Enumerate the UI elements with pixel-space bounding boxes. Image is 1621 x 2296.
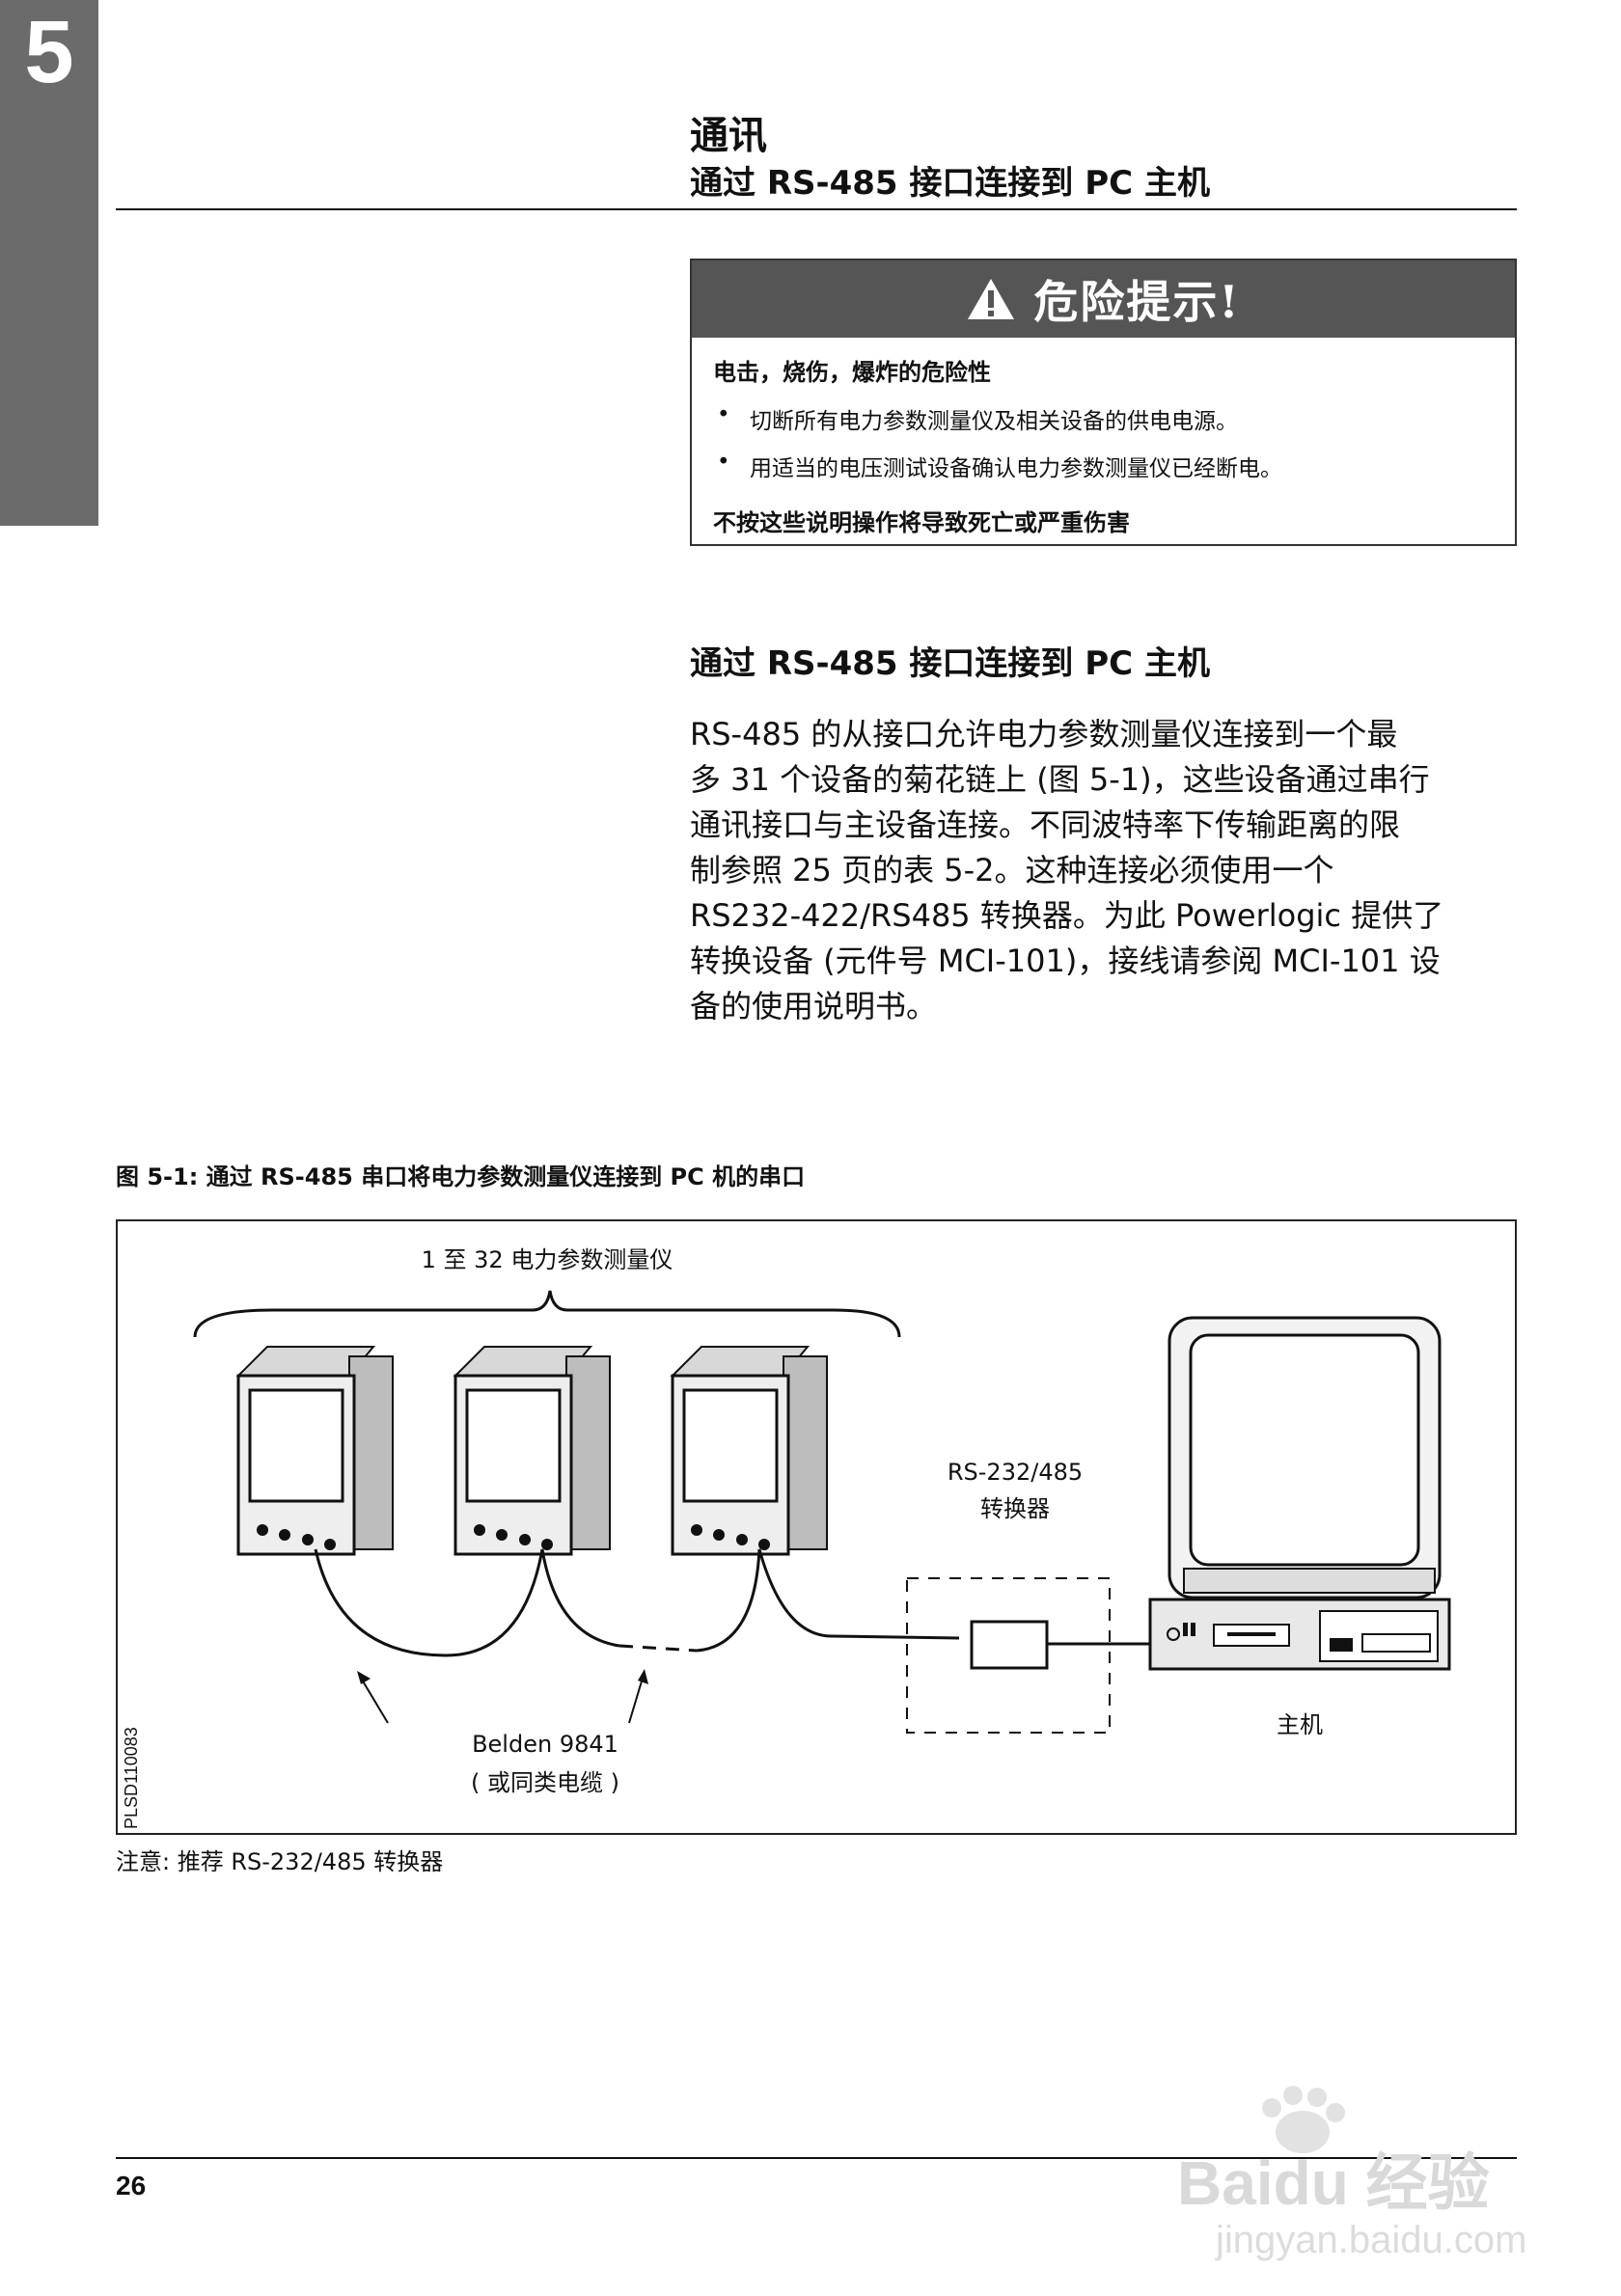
baidu-watermark: Baidu 经验 jingyan.baidu.com xyxy=(1177,2086,1526,2261)
bullet-icon: • xyxy=(717,402,730,427)
power-meter-2 xyxy=(453,1346,611,1556)
host-computer xyxy=(1148,1316,1451,1671)
watermark-url: jingyan.baidu.com xyxy=(1215,2219,1526,2261)
danger-footer: 不按这些说明操作将导致死亡或严重伤害 xyxy=(713,509,1130,536)
chapter-number: 5 xyxy=(24,3,74,101)
danger-subtitle: 电击，烧伤，爆炸的危险性 xyxy=(713,359,991,386)
meters-brace xyxy=(193,1290,901,1338)
danger-list: • 切断所有电力参数测量仪及相关设备的供电电源。 • 用适当的电压测试设备确认电力参… xyxy=(713,402,1494,482)
header-divider xyxy=(116,208,1517,210)
figure-caption: 图 5-1: 通过 RS-485 串口将电力参数测量仪连接到 PC 机的串口 xyxy=(116,1163,806,1190)
page-number: 26 xyxy=(116,2171,147,2200)
bullet-icon: • xyxy=(717,450,730,475)
cable-arrow-1 xyxy=(358,1674,389,1724)
dashed-cable-segment xyxy=(618,1644,698,1653)
paw-logo-icon xyxy=(1262,2086,1345,2153)
converter-label-2: 转换器 xyxy=(980,1495,1050,1522)
cable-arrow-2 xyxy=(628,1674,645,1724)
figure-note: 注意: 推荐 RS-232/485 转换器 xyxy=(116,1848,444,1875)
danger-item-text: 用适当的电压测试设备确认电力参数测量仪已经断电。 xyxy=(750,456,1282,481)
power-meter-3 xyxy=(670,1346,828,1556)
section-body: RS-485 的从接口允许电力参数测量仪连接到一个最 多 31 个设备的菊花链上… xyxy=(690,716,1444,1025)
connection-diagram: 1 至 32 电力参数测量仪 xyxy=(122,1246,1451,1829)
footer-divider xyxy=(116,2157,1517,2159)
converter-device xyxy=(970,1620,1049,1670)
converter-label: RS-232/485 xyxy=(948,1459,1083,1486)
cable-to-converter xyxy=(696,1548,960,1653)
daisy-chain-cable xyxy=(314,1548,620,1657)
power-meter-1 xyxy=(235,1346,394,1556)
cable-label: Belden 9841 xyxy=(472,1731,618,1758)
watermark-brand: Baidu 经验 xyxy=(1177,2148,1490,2218)
host-label: 主机 xyxy=(1277,1711,1323,1738)
list-item: • 用适当的电压测试设备确认电力参数测量仪已经断电。 xyxy=(713,450,1494,482)
list-item: • 切断所有电力参数测量仪及相关设备的供电电源。 xyxy=(713,402,1494,435)
danger-box: 危险提示! 电击，烧伤，爆炸的危险性 • 切断所有电力参数测量仪及相关设备的供电电… xyxy=(690,259,1517,546)
danger-title: 危险提示! xyxy=(1033,276,1241,328)
page-title: 通讯 xyxy=(690,114,767,158)
danger-body: 电击，烧伤，爆炸的危险性 • 切断所有电力参数测量仪及相关设备的供电电源。 • 用适… xyxy=(692,338,1515,537)
cable-alt-label: ( 或同类电缆 ) xyxy=(471,1769,619,1796)
chapter-tab: 5 xyxy=(0,0,98,526)
danger-header: 危险提示! xyxy=(692,260,1515,338)
section-heading: 通过 RS-485 接口连接到 PC 主机 xyxy=(690,644,1210,683)
meters-count-label: 1 至 32 电力参数测量仪 xyxy=(422,1246,673,1273)
figure-frame: 1 至 32 电力参数测量仪 xyxy=(116,1219,1517,1835)
figure-side-code: PLSD110083 xyxy=(122,1727,141,1829)
danger-item-text: 切断所有电力参数测量仪及相关设备的供电电源。 xyxy=(750,409,1238,434)
page-subtitle: 通过 RS-485 接口连接到 PC 主机 xyxy=(690,164,1210,203)
converter-dashed-box xyxy=(906,1577,1111,1734)
warning-triangle-icon xyxy=(968,279,1015,319)
